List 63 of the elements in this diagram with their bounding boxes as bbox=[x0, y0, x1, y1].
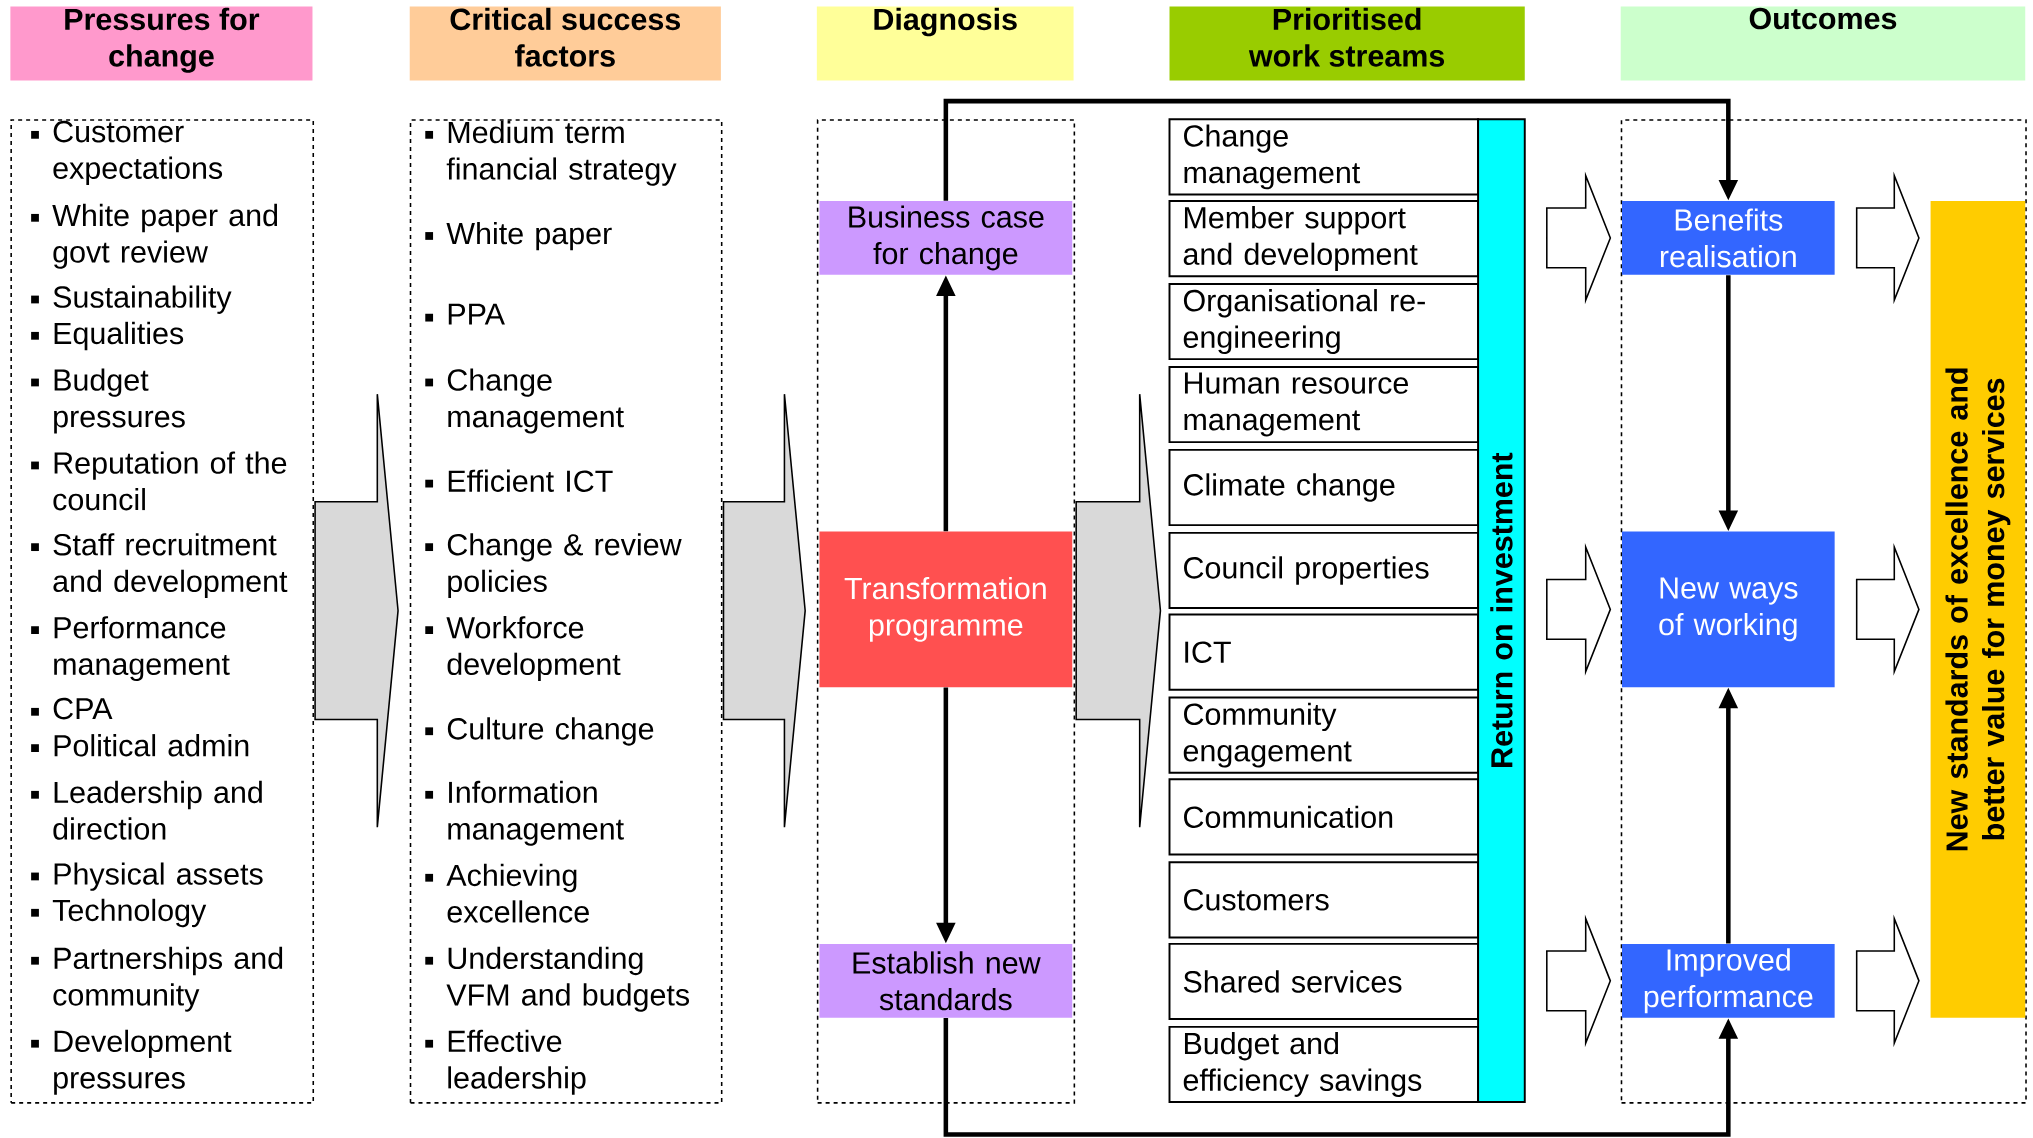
workstream-box: Change management bbox=[1168, 118, 1480, 196]
list-item: Efficient ICT bbox=[425, 469, 613, 492]
list-item: Workforce development bbox=[425, 615, 621, 681]
list-item: PPA bbox=[425, 303, 505, 325]
list-item: Budget pressures bbox=[31, 368, 185, 434]
arrow bbox=[943, 98, 1739, 201]
header-box: Critical success factors bbox=[409, 6, 721, 81]
list-item: Technology bbox=[31, 898, 207, 927]
header-box: Pressures for change bbox=[10, 6, 313, 81]
header-box: Prioritised work streams bbox=[1169, 6, 1525, 81]
list-item: Culture change bbox=[425, 717, 654, 746]
workstream-box: Human resource management bbox=[1168, 365, 1480, 443]
workstream-box: Member support and development bbox=[1168, 199, 1480, 277]
list-item: Equalities bbox=[31, 321, 184, 351]
workstream-box: Budget and efficiency savings bbox=[1168, 1025, 1480, 1103]
list-item: Development pressures bbox=[31, 1029, 232, 1095]
list-item: Staff recruitment and development bbox=[31, 532, 288, 598]
dashed-panel bbox=[816, 119, 1076, 1104]
dashed-panel bbox=[1620, 119, 2027, 1104]
list-item: White paper bbox=[425, 221, 612, 251]
workstream-box: Communication bbox=[1168, 778, 1480, 856]
block-arrow bbox=[1546, 914, 1612, 1047]
list-item: Sustainability bbox=[31, 285, 232, 314]
process-box: Business case for change bbox=[819, 200, 1073, 275]
workstream-box: Organisational re-engineering bbox=[1168, 282, 1480, 360]
workstream-box: Council properties bbox=[1168, 531, 1480, 609]
vertical-bar: New standards of excellence and better value for money services bbox=[1930, 200, 2026, 1018]
list-item: Medium term financial strategy bbox=[425, 120, 677, 186]
list-item: CPA bbox=[31, 697, 113, 720]
workstream-box: Climate change bbox=[1168, 448, 1480, 526]
list-item: Change management bbox=[425, 368, 624, 434]
list-item: White paper and govt review bbox=[31, 203, 278, 269]
vertical-bar: Return on investment bbox=[1477, 118, 1526, 1103]
block-arrow bbox=[1855, 171, 1920, 305]
list-item: Achieving excellence bbox=[425, 863, 589, 923]
list-item: Performance management bbox=[31, 615, 230, 681]
list-item: Effective leadership bbox=[425, 1029, 586, 1095]
list-item: Reputation of the council bbox=[31, 451, 287, 511]
list-item: Change & review policies bbox=[425, 532, 682, 598]
block-arrow bbox=[1075, 393, 1162, 828]
header-box: Outcomes bbox=[1620, 6, 2026, 81]
workstream-box: Customers bbox=[1168, 861, 1480, 939]
list-item: Understanding VFM and budgets bbox=[425, 946, 689, 1012]
block-arrow bbox=[1546, 542, 1612, 676]
process-box: Establish new standards bbox=[819, 943, 1073, 1018]
process-box: Transformation programme bbox=[819, 531, 1073, 687]
process-box: New ways of working bbox=[1622, 531, 1835, 687]
header-box: Diagnosis bbox=[816, 6, 1074, 81]
block-arrow bbox=[314, 393, 399, 828]
list-item: Leadership and direction bbox=[31, 780, 262, 840]
workstream-box: ICT bbox=[1168, 613, 1480, 691]
workstream-box: Shared services bbox=[1168, 942, 1480, 1020]
list-item: Political admin bbox=[31, 733, 249, 757]
process-box: Benefits realisation bbox=[1622, 200, 1835, 275]
list-item: Customer expectations bbox=[31, 120, 223, 185]
list-item: Partnerships and community bbox=[31, 946, 283, 1012]
list-item: Information management bbox=[425, 780, 624, 846]
list-item: Physical assets bbox=[31, 862, 263, 891]
block-arrow bbox=[1546, 171, 1612, 305]
workstream-box: Community engagement bbox=[1168, 696, 1480, 774]
block-arrow bbox=[1855, 914, 1920, 1047]
block-arrow bbox=[722, 393, 806, 828]
process-box: Improved performance bbox=[1622, 943, 1835, 1018]
